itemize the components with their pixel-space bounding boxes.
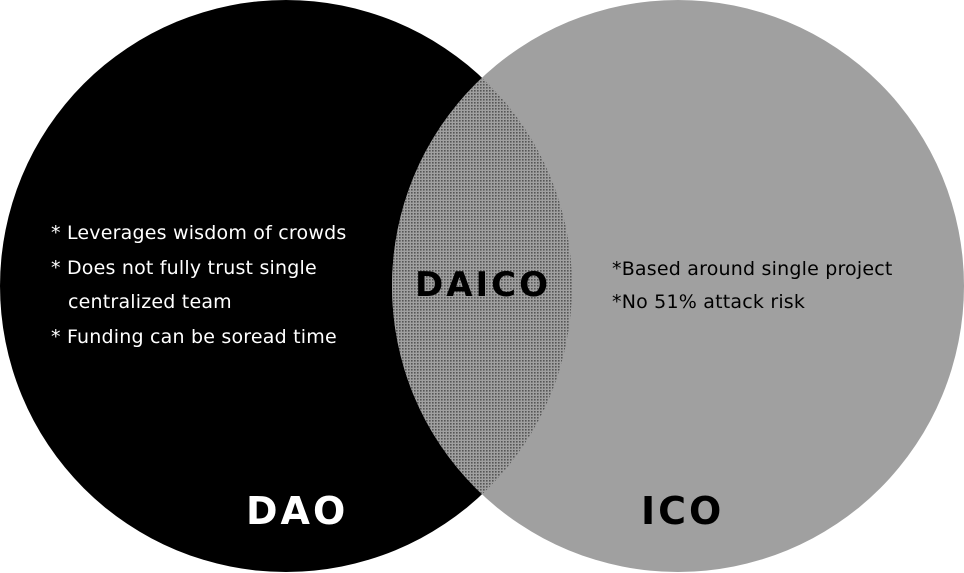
ico-label: ICO <box>641 489 725 533</box>
dao-points-list: * Leverages wisdom of crowds * Does not … <box>51 216 346 354</box>
dao-point: * Does not fully trust single <box>51 256 317 279</box>
ico-point: *No 51% attack risk <box>612 291 806 313</box>
dao-point-continuation: centralized team <box>68 291 232 313</box>
dao-circle <box>0 0 572 572</box>
ico-points-list: *Based around single project *No 51% att… <box>612 253 893 319</box>
ico-circle <box>392 0 964 572</box>
dao-label: DAO <box>246 489 349 533</box>
daico-label: DAICO <box>415 265 552 305</box>
dao-point: * Leverages wisdom of crowds <box>51 222 347 244</box>
dao-point: * Funding can be soread time <box>51 325 337 348</box>
ico-point: *Based around single project <box>612 258 893 280</box>
